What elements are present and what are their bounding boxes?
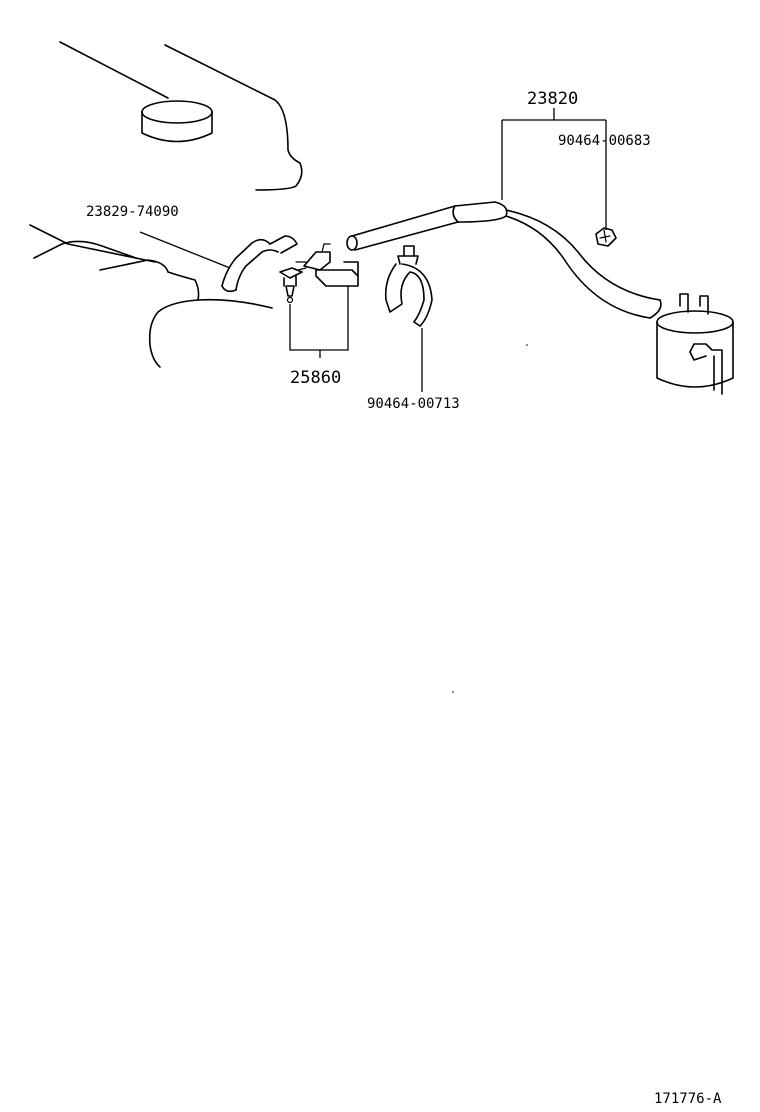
main-hose xyxy=(346,201,662,319)
label-90464-00713: 90464-00713 xyxy=(367,396,460,412)
label-23820: 23820 xyxy=(527,89,578,109)
leader-lines xyxy=(139,108,607,693)
vsv-valve xyxy=(279,243,359,304)
clamp-lower xyxy=(384,245,433,327)
label-25860: 25860 xyxy=(290,368,341,388)
figure-reference-code: 171776-A xyxy=(654,1091,722,1107)
charcoal-canister xyxy=(656,293,734,395)
label-90464-00683: 90464-00683 xyxy=(558,133,651,149)
engine-body-outline xyxy=(59,41,303,191)
small-hose xyxy=(221,235,298,293)
tank-body-outline xyxy=(29,224,273,368)
label-23829-74090: 23829-74090 xyxy=(86,204,179,220)
clamp-upper xyxy=(595,227,617,247)
